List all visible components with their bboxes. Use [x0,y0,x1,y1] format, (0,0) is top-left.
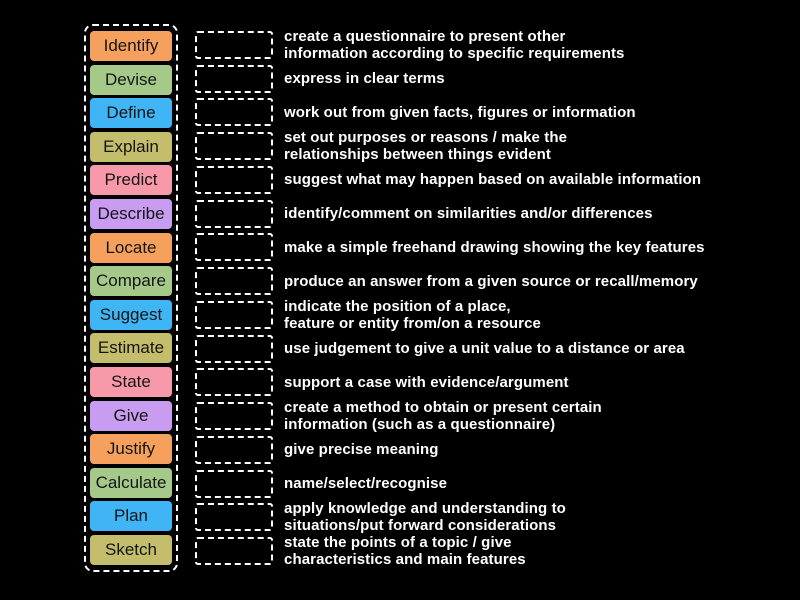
clue-text: produce an answer from a given source or… [284,272,698,290]
term-tile-identify[interactable]: Identify [90,31,172,61]
match-row: identify/comment on similarities and/or … [195,197,791,231]
clue-text: support a case with evidence/argument [284,373,569,391]
term-tile-sketch[interactable]: Sketch [90,534,172,565]
clue-text: create a questionnaire to present other … [284,27,625,62]
answer-drop-slot[interactable] [195,469,273,498]
match-row: give precise meaning [195,433,791,467]
clue-text: name/select/recognise [284,475,448,493]
clue-text: set out purposes or reasons / make the r… [284,129,568,164]
clue-text: apply knowledge and understanding to sit… [284,500,566,535]
term-tile-suggest[interactable]: Suggest [90,299,172,330]
answer-drop-slot[interactable] [195,300,273,329]
term-tile-state[interactable]: State [90,366,172,397]
answer-drop-slot[interactable] [195,537,273,566]
answer-drop-slot[interactable] [195,165,273,194]
clue-text: use judgement to give a unit value to a … [284,340,685,358]
clue-text: create a method to obtain or present cer… [284,399,602,434]
match-row: apply knowledge and understanding to sit… [195,500,791,535]
term-tile-plan[interactable]: Plan [90,501,172,532]
match-row: create a questionnaire to present other … [195,28,791,62]
match-row: express in clear terms [195,62,791,96]
answer-drop-slot[interactable] [195,132,273,161]
answer-drop-slot[interactable] [195,368,273,397]
match-row: indicate the position of a place, featur… [195,298,791,332]
answer-drop-slot[interactable] [195,233,273,262]
term-tile-give[interactable]: Give [90,400,172,431]
match-row: set out purposes or reasons / make the r… [195,129,791,163]
clue-text: express in clear terms [284,70,445,88]
answer-drop-slot[interactable] [195,435,273,464]
match-row: suggest what may happen based on availab… [195,163,791,197]
term-tile-devise[interactable]: Devise [90,64,172,95]
term-tile-describe[interactable]: Describe [90,198,172,229]
term-tile-compare[interactable]: Compare [90,266,172,297]
clue-rows: create a questionnaire to present other … [195,28,791,568]
match-row: create a method to obtain or present cer… [195,399,791,433]
match-row: work out from given facts, figures or in… [195,96,791,130]
match-row: state the points of a topic / give chara… [195,534,791,568]
clue-text: identify/comment on similarities and/or … [284,205,653,223]
answer-drop-slot[interactable] [195,402,273,431]
clue-text: make a simple freehand drawing showing t… [284,238,705,256]
match-row: produce an answer from a given source or… [195,264,791,298]
clue-text: state the points of a topic / give chara… [284,534,526,569]
clue-text: work out from given facts, figures or in… [284,103,636,121]
clue-text: give precise meaning [284,441,439,459]
clue-text: suggest what may happen based on availab… [284,171,702,189]
term-tile-predict[interactable]: Predict [90,165,172,196]
answer-drop-slot[interactable] [195,98,273,127]
term-tile-explain[interactable]: Explain [90,131,172,162]
answer-drop-slot[interactable] [195,30,273,59]
term-tile-estimate[interactable]: Estimate [90,333,172,364]
answer-drop-slot[interactable] [195,64,273,93]
match-row: name/select/recognise [195,467,791,501]
term-tile-define[interactable]: Define [90,98,172,129]
match-row: support a case with evidence/argument [195,366,791,400]
answer-drop-slot[interactable] [195,503,273,532]
answer-drop-slot[interactable] [195,334,273,363]
term-tile-calculate[interactable]: Calculate [90,467,172,498]
match-row: make a simple freehand drawing showing t… [195,231,791,265]
match-row: use judgement to give a unit value to a … [195,332,791,366]
term-tile-justify[interactable]: Justify [90,434,172,465]
answer-drop-slot[interactable] [195,199,273,228]
term-tile-locate[interactable]: Locate [90,232,172,263]
answer-drop-slot[interactable] [195,267,273,296]
clue-text: indicate the position of a place, featur… [284,297,541,332]
